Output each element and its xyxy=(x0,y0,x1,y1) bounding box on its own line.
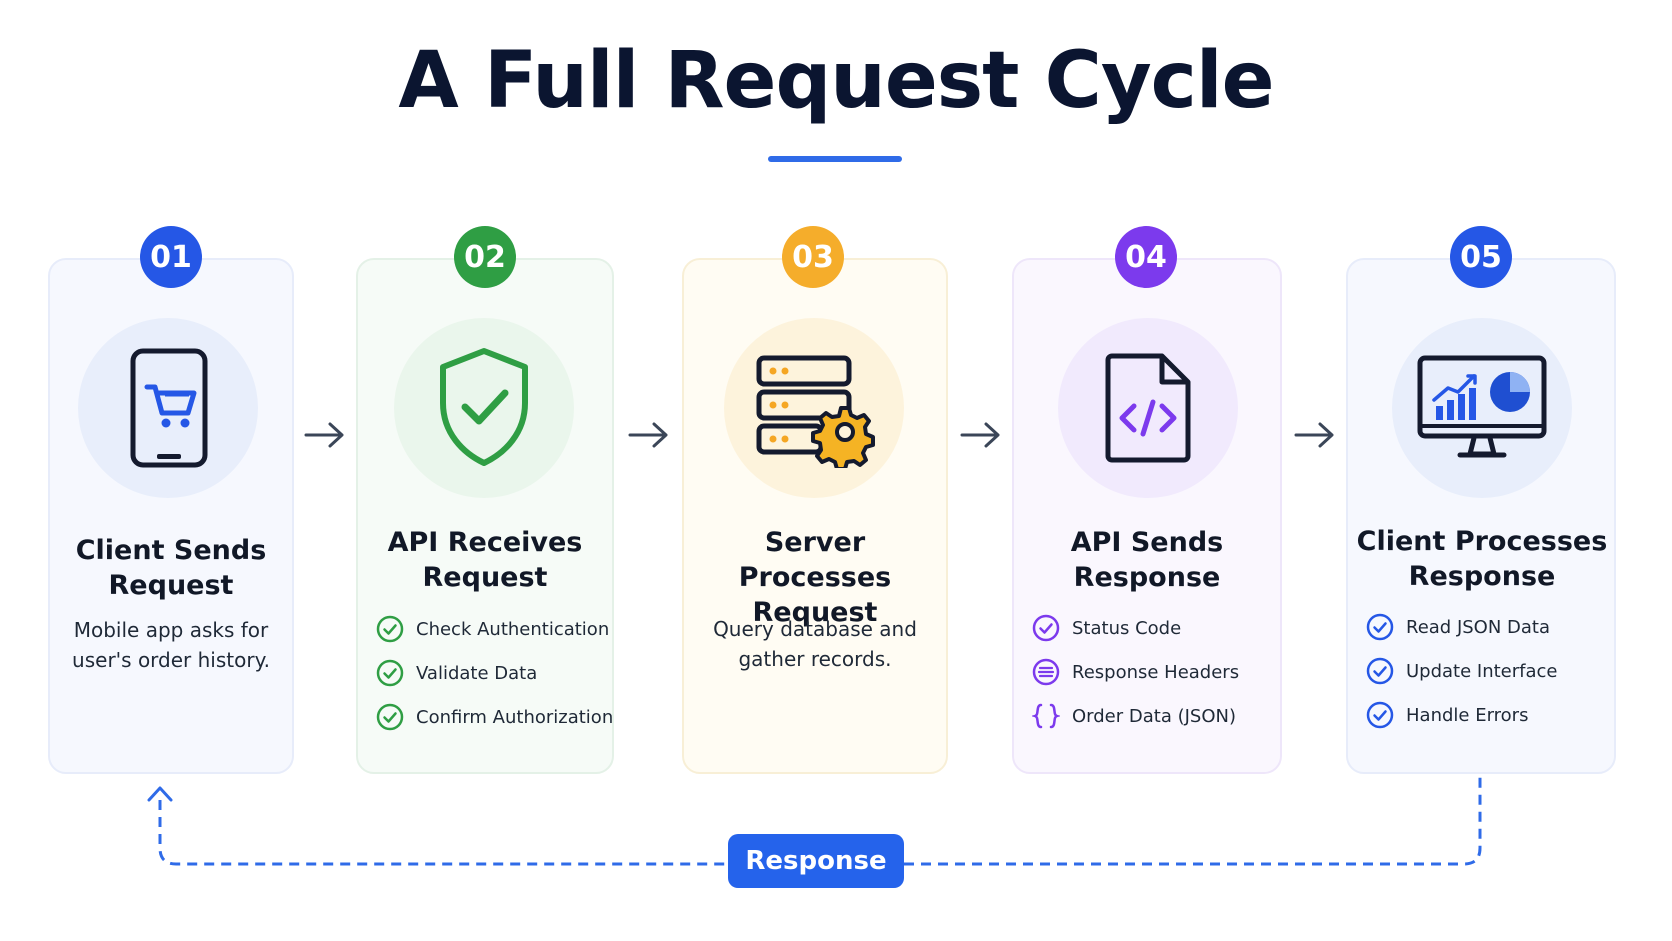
checklist-item: Read JSON Data xyxy=(1366,612,1558,642)
checklist-label: Update Interface xyxy=(1406,660,1558,682)
arrow-right-icon xyxy=(304,422,344,448)
step-badge-2: 02 xyxy=(454,226,516,288)
step-checklist-4: Status Code Response Headers Order Data … xyxy=(1032,613,1239,745)
description-line: Mobile app asks for xyxy=(73,618,269,642)
step-description-1: Mobile app asks for user's order history… xyxy=(41,615,301,675)
check-circle-icon xyxy=(376,615,404,643)
checklist-label: Check Authentication xyxy=(416,618,610,640)
check-circle-icon xyxy=(1032,614,1060,642)
step-title-line: Response xyxy=(1408,561,1556,592)
checklist-label: Handle Errors xyxy=(1406,704,1529,726)
icon-circle-1 xyxy=(78,318,258,498)
curly-braces-icon xyxy=(1032,703,1060,729)
code-file-icon xyxy=(1105,353,1191,463)
checklist-item: Handle Errors xyxy=(1366,700,1558,730)
checklist-item: Confirm Authorization xyxy=(376,702,613,732)
step-title-2: API Receives Request xyxy=(355,525,615,595)
checklist-label: Read JSON Data xyxy=(1406,616,1551,638)
checklist-item: Order Data (JSON) xyxy=(1032,701,1239,731)
list-circle-icon xyxy=(1032,658,1060,686)
step-checklist-5: Read JSON Data Update Interface Handle E… xyxy=(1366,612,1558,744)
step-title-3: Server Processes Request xyxy=(685,525,945,630)
checklist-item: Response Headers xyxy=(1032,657,1239,687)
step-checklist-2: Check Authentication Validate Data Confi… xyxy=(376,614,613,746)
step-title-line: Server Processes xyxy=(738,527,892,593)
step-badge-3: 03 xyxy=(782,226,844,288)
icon-circle-2 xyxy=(394,318,574,498)
step-title-1: Client Sends Request xyxy=(41,533,301,603)
shield-check-icon xyxy=(440,348,528,466)
description-line: Query database and xyxy=(713,617,917,641)
check-circle-icon xyxy=(1366,613,1394,641)
step-badge-5: 05 xyxy=(1450,226,1512,288)
check-circle-icon xyxy=(376,659,404,687)
step-title-line: Response xyxy=(1073,562,1221,593)
arrow-up-icon xyxy=(147,786,173,802)
checklist-label: Confirm Authorization xyxy=(416,706,614,728)
step-title-line: API Receives xyxy=(387,527,583,558)
step-title-line: Request xyxy=(422,562,548,593)
icon-circle-3 xyxy=(724,318,904,498)
server-gear-icon xyxy=(756,355,875,468)
step-title-5: Client Processes Response xyxy=(1352,524,1612,594)
checklist-item: Check Authentication xyxy=(376,614,613,644)
page-title: A Full Request Cycle xyxy=(398,36,1274,126)
monitor-chart-icon xyxy=(1417,355,1547,458)
title-underline xyxy=(768,156,902,162)
step-title-line: Client Processes xyxy=(1356,526,1608,557)
checklist-label: Order Data (JSON) xyxy=(1072,705,1236,727)
check-circle-icon xyxy=(1366,657,1394,685)
arrow-right-icon xyxy=(960,422,1000,448)
step-title-line: Request xyxy=(752,597,878,628)
phone-cart-icon xyxy=(130,348,208,468)
description-line: gather records. xyxy=(738,647,892,671)
step-badge-1: 01 xyxy=(140,226,202,288)
step-title-line: Request xyxy=(108,570,234,601)
step-title-line: API Sends xyxy=(1070,527,1224,558)
icon-circle-5 xyxy=(1392,318,1572,498)
arrow-right-icon xyxy=(1294,422,1334,448)
icon-circle-4 xyxy=(1058,318,1238,498)
checklist-label: Validate Data xyxy=(416,662,538,684)
checklist-label: Response Headers xyxy=(1072,661,1240,683)
response-label: Response xyxy=(728,834,904,888)
step-title-4: API Sends Response xyxy=(1017,525,1277,595)
check-circle-icon xyxy=(376,703,404,731)
checklist-item: Status Code xyxy=(1032,613,1239,643)
step-description-3: Query database and gather records. xyxy=(685,614,945,674)
description-line: user's order history. xyxy=(72,648,270,672)
check-circle-icon xyxy=(1366,701,1394,729)
arrow-right-icon xyxy=(628,422,668,448)
checklist-item: Validate Data xyxy=(376,658,613,688)
checklist-label: Status Code xyxy=(1072,617,1182,639)
step-badge-4: 04 xyxy=(1115,226,1177,288)
checklist-item: Update Interface xyxy=(1366,656,1558,686)
step-title-line: Client Sends xyxy=(75,535,267,566)
